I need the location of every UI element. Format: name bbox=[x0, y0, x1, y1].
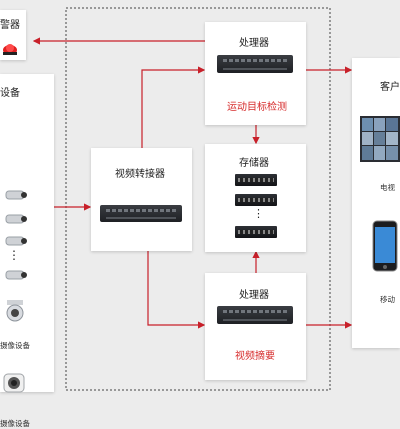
video-converter-title: 视频转接器 bbox=[115, 169, 165, 180]
bullet-camera-icon bbox=[5, 270, 27, 280]
storage-card: 存储器 ⋮ bbox=[205, 144, 306, 252]
processor-top-title: 处理器 bbox=[239, 38, 269, 49]
processor-bottom-card: 处理器 视频摘要 bbox=[205, 273, 306, 380]
system-boundary bbox=[65, 7, 331, 391]
video-wall-icon bbox=[360, 116, 400, 162]
camera-panel-title: 设备 bbox=[0, 88, 20, 99]
alarm-label: 警器 bbox=[0, 20, 20, 31]
storage-drive-icon bbox=[235, 226, 277, 238]
connector-layer bbox=[32, 7, 353, 391]
mobile-label: 移动 bbox=[380, 295, 395, 304]
processor-top-server-icon bbox=[217, 55, 293, 73]
storage-more-dots: ⋮ bbox=[253, 207, 264, 220]
dome-camera-label: 摄像设备 bbox=[0, 341, 30, 350]
processor-top-card: 处理器 运动目标检测 bbox=[205, 22, 306, 125]
camera-panel: 设备 ⋮ 摄像设备 摄像设备 bbox=[0, 74, 54, 428]
arrow-converter-to-processor-bottom bbox=[147, 251, 206, 329]
client-panel: 客户 电视 移动 bbox=[352, 58, 400, 348]
client-panel-title: 客户 bbox=[380, 82, 400, 93]
bullet-camera-icon bbox=[5, 236, 27, 246]
converter-server-icon bbox=[100, 205, 182, 222]
storage-drive-icon bbox=[235, 174, 277, 186]
processor-bottom-server-icon bbox=[217, 306, 293, 324]
alarm-light-icon bbox=[3, 44, 17, 55]
ptz-camera-icon bbox=[3, 373, 25, 393]
ptz-camera-label: 摄像设备 bbox=[0, 419, 30, 428]
storage-title: 存储器 bbox=[239, 158, 269, 169]
video-converter-card: 视频转接器 bbox=[91, 148, 192, 251]
bullet-camera-icon bbox=[5, 214, 27, 224]
bullet-camera-icon bbox=[5, 190, 27, 200]
alarm-card: 警器 bbox=[0, 10, 26, 60]
tv-wall-label: 电视 bbox=[380, 183, 395, 192]
smartphone-icon bbox=[372, 220, 398, 272]
arrow-converter-to-processor-top bbox=[141, 66, 206, 148]
processor-bottom-title: 处理器 bbox=[239, 290, 269, 301]
processor-bottom-function: 视频摘要 bbox=[235, 351, 275, 362]
camera-more-dots: ⋮ bbox=[8, 248, 20, 262]
processor-top-function: 运动目标检测 bbox=[227, 102, 287, 113]
dome-camera-icon bbox=[6, 300, 24, 322]
storage-drive-icon bbox=[235, 194, 277, 206]
